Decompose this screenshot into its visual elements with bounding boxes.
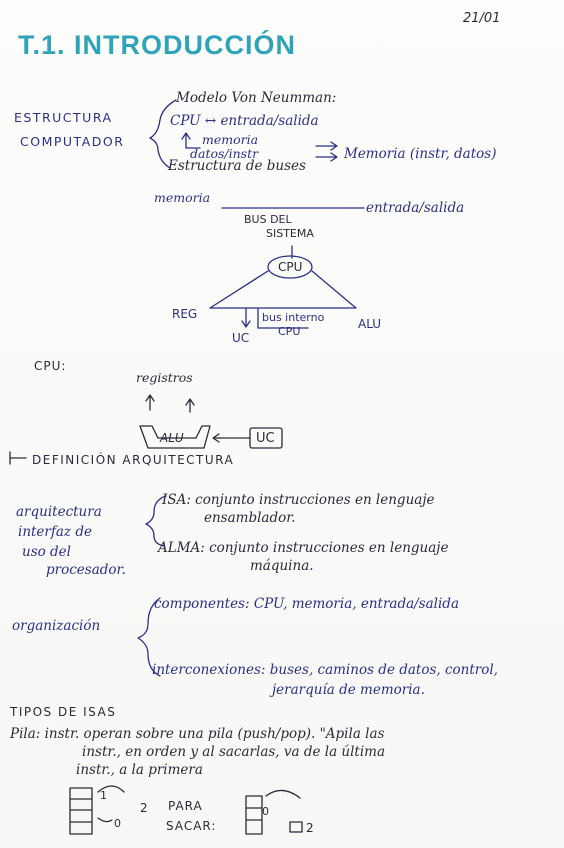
cpu-triangle [209,270,357,309]
organizacion-label: organización [12,618,101,634]
estructura-line-1: Modelo Von Neumman: [176,90,337,106]
bus-sistema-2: SISTEMA [266,227,314,240]
bus-interno-1: bus interno [262,311,325,324]
alu-shape [139,425,211,449]
def-marker [9,451,27,465]
tipos-pila-3: instr., a la primera [76,762,203,778]
bus-interno-2: CPU [278,325,301,338]
bus-uc: UC [232,331,250,345]
cpu-label: CPU: [34,359,67,373]
arrow-datos-memoria [315,152,338,162]
arquitectura-label-2: interfaz de [18,524,92,540]
bus-alu: ALU [358,317,382,331]
arrow-memoria-right [315,141,338,151]
tipos-num-0: 0 [114,817,121,830]
cpu-alu: ALU [160,431,184,445]
estructura-line-6: Estructura de buses [168,158,306,174]
tipos-pila-2: instr., en orden y al sacarlas, va de la… [82,744,386,760]
tipos-para-1: PARA [168,799,203,813]
stack-right [245,795,263,835]
brace-estructura [149,99,177,169]
bus-reg: REG [172,307,198,321]
arquitectura-alma-1: ALMA: conjunto instrucciones en lenguaje [158,540,449,556]
estructura-line-3: memoria [202,132,259,147]
brace-organizacion [137,597,161,677]
tipos-heading: TIPOS DE ISAS [10,705,117,719]
organizacion-interconexiones-1: interconexiones: buses, caminos de datos… [152,662,498,678]
estructura-line-5: Memoria (instr, datos) [344,146,497,162]
bus-interno-lines [241,307,309,329]
organizacion-interconexiones-2: jerarquía de memoria. [272,682,425,698]
tipos-pila-1: Pila: instr. operan sobre una pila (push… [10,726,385,742]
stack-left [69,787,93,835]
estructura-label-1: ESTRUCTURA [14,110,113,125]
brace-arquitectura [145,495,167,547]
definicion-heading: DEFINICIÓN ARQUITECTURA [32,453,235,467]
bus-cpu: CPU [278,260,303,274]
arquitectura-label-4: procesador. [46,562,126,578]
tipos-num-2-right: 2 [306,821,314,835]
uc-alu-arrow [212,433,251,443]
date: 21/01 [463,11,501,26]
arquitectura-isa-1: ISA: conjunto instrucciones en lenguaje [162,492,435,508]
arquitectura-alma-2: máquina. [250,558,314,574]
organizacion-componentes: componentes: CPU, memoria, entrada/salid… [154,596,459,612]
bus-memoria: memoria [154,190,211,205]
estructura-line-4: datos/instr [190,146,259,161]
page-title: T.1. INTRODUCCIÓN [18,30,297,60]
tipos-num-1: 1 [100,789,107,802]
tipos-num-2: 2 [140,801,148,815]
arquitectura-label-3: uso del [22,544,71,560]
cpu-registros: registros [136,370,193,385]
arrow-memoria [181,132,201,149]
cpu-ellipse [267,255,313,279]
cpu-uc: UC [256,431,275,446]
estructura-line-2: CPU ↔ entrada/salida [170,113,319,129]
arquitectura-label-1: arquitectura [16,504,102,520]
bus-sistema-1: BUS DEL [244,213,292,226]
bus-entrada-salida: entrada/salida [366,200,465,216]
tipos-num-0-right: 0 [262,805,269,818]
arquitectura-isa-2: ensamblador. [204,510,296,526]
alu-reg-arrows [145,394,195,413]
stack-left-arrows [97,785,125,823]
tipos-para-2: SACAR: [166,819,217,833]
estructura-label-2: COMPUTADOR [20,134,125,149]
stack-right-arrows [265,789,303,833]
